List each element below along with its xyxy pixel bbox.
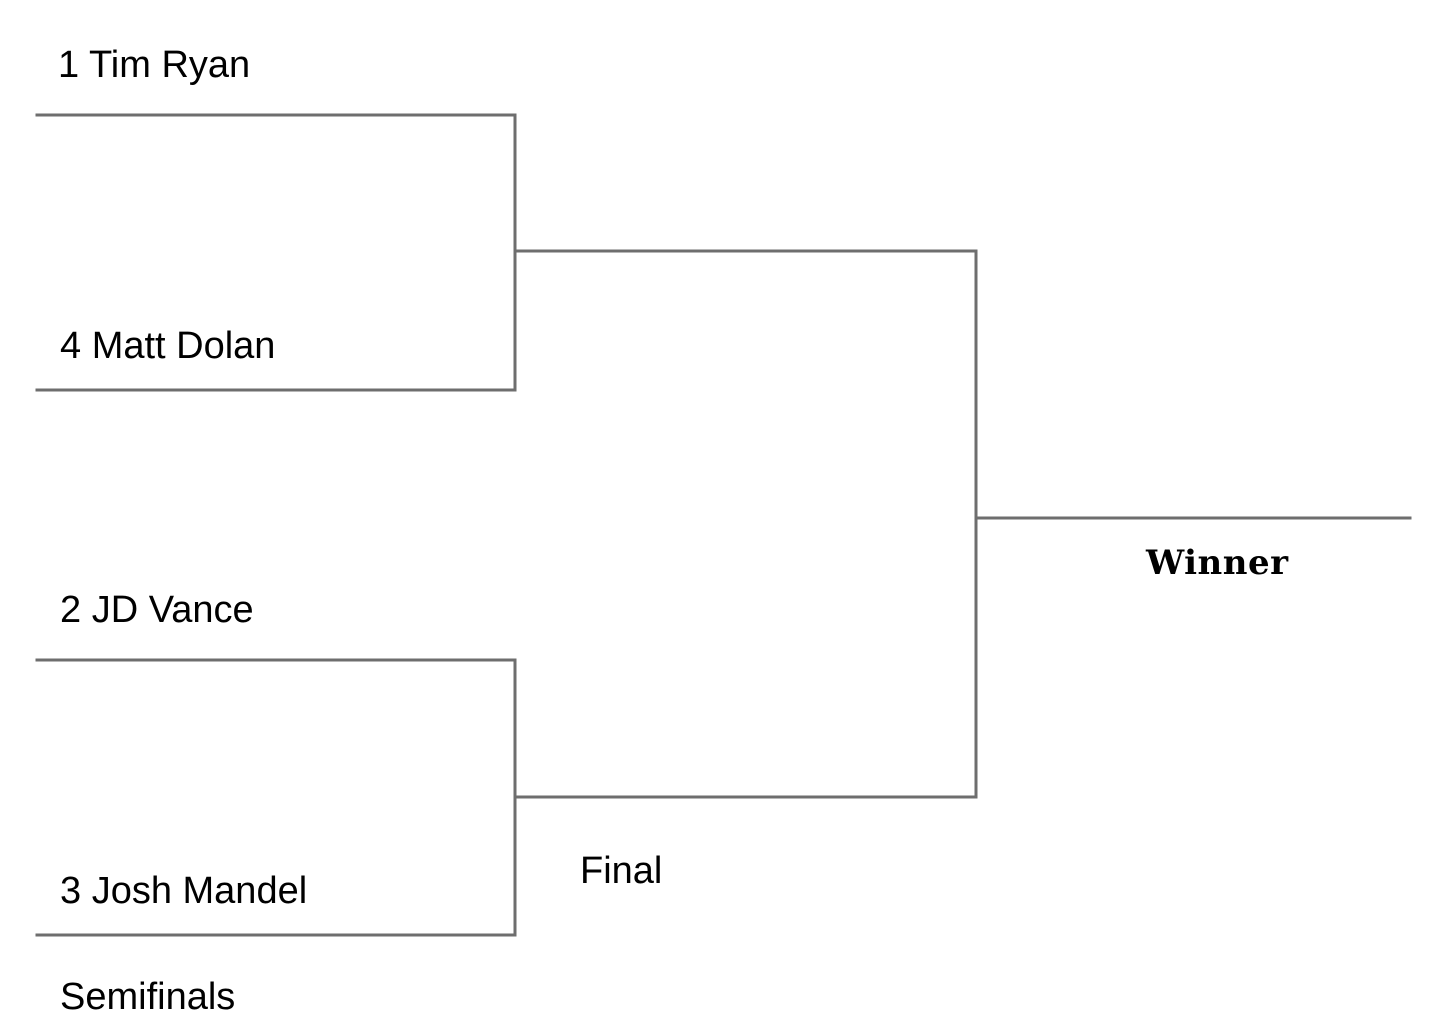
- round-label-final: Final: [580, 850, 663, 892]
- entrant-seed-4: 4 Matt Dolan: [60, 325, 276, 367]
- winner-label: Winner: [1146, 543, 1289, 583]
- entrant-seed-3: 3 Josh Mandel: [60, 870, 308, 912]
- entrant-seed-2: 2 JD Vance: [60, 589, 254, 631]
- entrant-seed-1: 1 Tim Ryan: [58, 44, 251, 86]
- round-label-semifinals: Semifinals: [60, 976, 236, 1018]
